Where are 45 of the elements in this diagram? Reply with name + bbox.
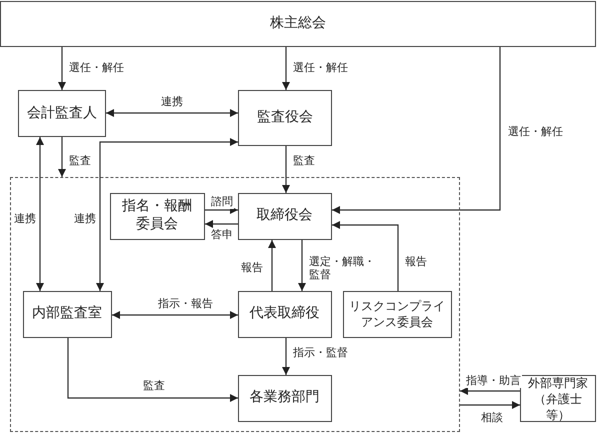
process-box: 各業務部門 — [238, 374, 332, 422]
arrow — [106, 109, 238, 117]
arrow — [332, 47, 501, 214]
edge-label: 監査 — [142, 380, 166, 393]
edge-label: 指示・報告 — [157, 298, 214, 311]
edge-label: 選任・解任 — [507, 126, 564, 139]
arrow — [282, 47, 290, 90]
arrow — [205, 220, 238, 228]
edge-label: 指導・助言 — [465, 375, 522, 388]
arrow — [205, 206, 238, 214]
edge-label: 報告 — [240, 262, 264, 275]
arrow — [112, 311, 238, 319]
process-box: 内部監査室 — [22, 290, 112, 338]
edge-label: 報告 — [404, 256, 428, 269]
arrow — [36, 137, 44, 291]
arrow — [460, 387, 520, 395]
arrow — [332, 221, 399, 291]
edge-label: 連携 — [160, 96, 184, 109]
edge-label: 監査 — [68, 155, 92, 168]
process-box: 指名・報酬委員会 — [110, 192, 205, 240]
process-box: 外部専門家（弁護士等） — [520, 375, 596, 422]
header-box: 株主総会 — [0, 1, 596, 47]
process-box: 代表取締役 — [238, 290, 332, 338]
arrow — [268, 240, 276, 291]
arrow — [58, 47, 66, 90]
process-box: 監査役会 — [238, 90, 332, 146]
edge-label: 指示・監督 — [292, 347, 349, 360]
edge-label: 連携 — [73, 213, 97, 226]
edge-label: 選任・解任 — [292, 62, 349, 75]
edge-label: 監査 — [292, 155, 316, 168]
arrow — [298, 240, 306, 291]
edge-label: 答申 — [210, 229, 234, 242]
arrow — [67, 338, 238, 402]
arrow — [58, 137, 66, 177]
process-box: 取締役会 — [238, 192, 332, 240]
arrow — [96, 138, 238, 291]
process-box: リスクコンプライアンス委員会 — [342, 290, 452, 338]
edge-label: 連携 — [13, 213, 37, 226]
process-box: 会計監査人 — [18, 90, 106, 137]
arrow — [282, 338, 290, 375]
arrow — [282, 146, 290, 193]
arrow — [460, 401, 520, 409]
edge-label: 相談 — [480, 412, 504, 425]
edge-label: 諮問 — [210, 196, 234, 209]
edge-label: 選任・解任 — [68, 62, 125, 75]
